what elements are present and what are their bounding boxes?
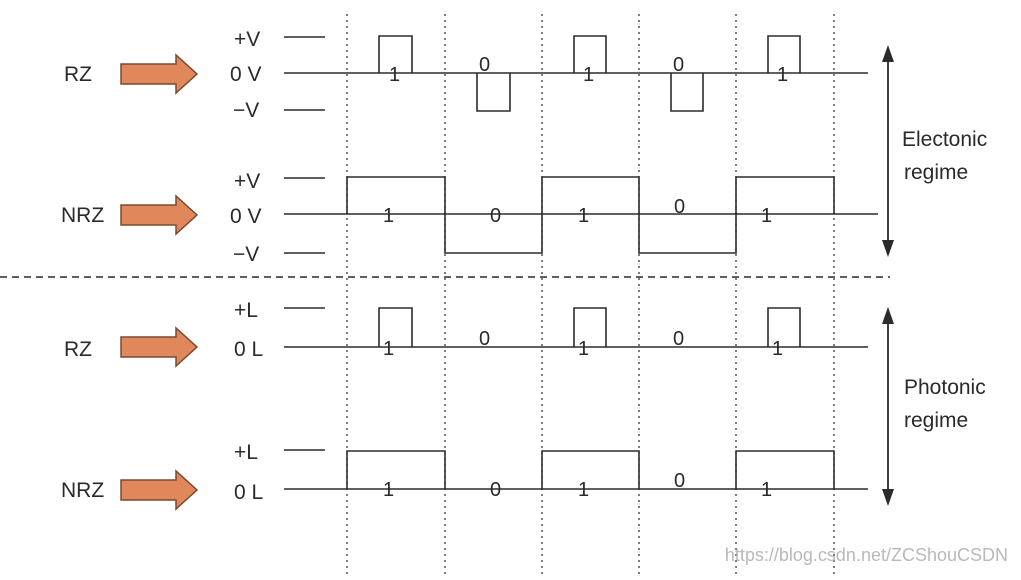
- bit-label: 1: [761, 479, 772, 501]
- rz-pulse-1: [378, 307, 413, 347]
- level-high-label: +V: [234, 170, 260, 193]
- level-zero-label: 0 V: [230, 205, 262, 228]
- bit-label: 1: [383, 205, 394, 227]
- watermark-text: https://blog.csdn.net/ZCShouCSDN: [725, 545, 1008, 565]
- rz-pulse-0-negative: [670, 73, 704, 112]
- row-arrow-icon: [120, 194, 199, 236]
- level-low-label: −V: [233, 243, 259, 266]
- rz-pulse-0-negative: [476, 73, 511, 112]
- row-arrow-icon: [120, 326, 199, 368]
- rz-pulse-1: [767, 35, 801, 73]
- bit-label: 0: [479, 54, 490, 76]
- rz-pulse-1: [573, 307, 607, 347]
- bit-label: 0: [674, 196, 685, 218]
- row-rz-electronic: RZ +V 0 V −V 1 0 1 0 1: [64, 28, 868, 122]
- bit-label: 1: [578, 338, 589, 360]
- bit-label: 1: [389, 64, 400, 86]
- nrz-level-0: [638, 214, 737, 254]
- nrz-level-0: [444, 214, 543, 254]
- electronic-regime-label-line1: Electonic: [902, 128, 987, 151]
- level-high-label: +L: [234, 299, 258, 322]
- bit-label: 1: [772, 338, 783, 360]
- bit-label: 0: [673, 328, 684, 350]
- nrz-level-1: [735, 450, 835, 489]
- row-label: RZ: [64, 338, 92, 361]
- level-zero-label: 0 V: [230, 63, 262, 86]
- bit-label: 1: [383, 479, 394, 501]
- bit-label: 0: [479, 328, 490, 350]
- bit-label: 0: [490, 205, 501, 227]
- row-nrz-photonic: NRZ +L 0 L 1 0 1 0 1: [61, 441, 868, 511]
- level-zero-label: 0 L: [234, 338, 263, 361]
- level-high-label: +V: [234, 28, 260, 51]
- bit-label: 0: [673, 54, 684, 76]
- nrz-level-1: [346, 176, 446, 214]
- nrz-level-1: [541, 450, 640, 489]
- rz-pulse-1: [378, 35, 413, 73]
- bit-label: 1: [578, 479, 589, 501]
- nrz-level-1: [541, 176, 640, 214]
- rz-pulse-1: [573, 35, 607, 73]
- row-label: NRZ: [61, 204, 104, 227]
- row-arrow-icon: [120, 469, 199, 511]
- row-label: RZ: [64, 63, 92, 86]
- row-label: NRZ: [61, 479, 104, 502]
- nrz-level-1: [735, 176, 835, 214]
- rz-pulse-1: [767, 307, 801, 347]
- row-rz-photonic: RZ +L 0 L 1 0 1 0 1: [64, 299, 868, 368]
- row-nrz-electronic: NRZ +V 0 V −V 1 0 1 0 1: [61, 170, 878, 266]
- row-arrow-icon: [120, 53, 199, 95]
- bit-label: 0: [490, 479, 501, 501]
- bit-label: 1: [383, 338, 394, 360]
- bit-label: 1: [583, 64, 594, 86]
- bit-label: 1: [777, 64, 788, 86]
- photonic-regime-arrow-icon: [882, 307, 894, 506]
- nrz-level-1: [346, 450, 446, 489]
- electronic-regime-label-line2: regime: [904, 161, 968, 184]
- level-zero-label: 0 L: [234, 481, 263, 504]
- photonic-regime-label-line1: Photonic: [904, 376, 986, 399]
- bit-label: 0: [674, 470, 685, 492]
- bit-label: 1: [761, 205, 772, 227]
- level-low-label: −V: [233, 99, 259, 122]
- electronic-regime-arrow-icon: [882, 45, 894, 257]
- level-high-label: +L: [234, 441, 258, 464]
- bit-label: 1: [578, 205, 589, 227]
- photonic-regime-label-line2: regime: [904, 409, 968, 432]
